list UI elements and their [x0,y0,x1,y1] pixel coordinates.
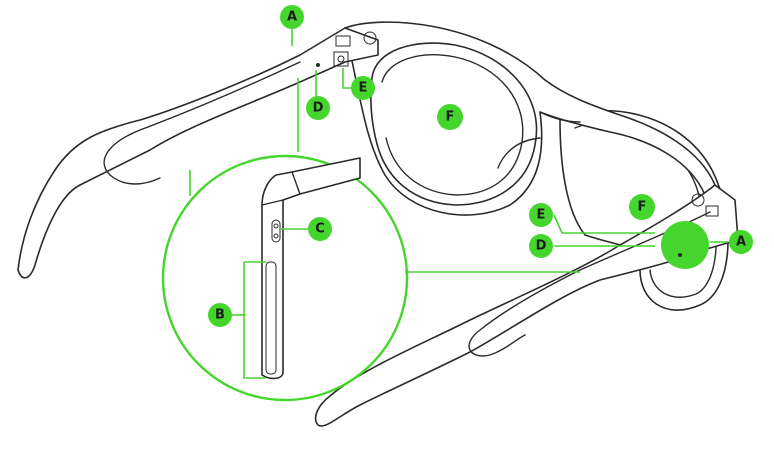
callout-a-right: A [729,230,753,254]
svg-text:F: F [446,110,455,125]
right-sensor-highlight [661,221,709,269]
svg-text:F: F [638,200,647,215]
callout-d-top: D [306,96,330,120]
callout-c-zoom: C [308,217,332,241]
svg-text:D: D [536,239,547,254]
callout-f-right-lens: F [629,194,655,220]
zoom-detail-circle [163,156,407,400]
svg-text:C: C [315,222,325,237]
callout-e-top: E [351,76,375,100]
svg-text:A: A [287,10,297,25]
svg-text:D: D [313,101,324,116]
callout-d-right: D [529,234,553,258]
callout-b-zoom: B [208,303,232,327]
svg-text:A: A [736,235,746,250]
svg-text:E: E [537,208,546,223]
callout-f-left-lens: F [437,104,463,130]
svg-text:B: B [215,308,225,323]
callout-e-right: E [529,203,553,227]
svg-text:E: E [359,81,368,96]
callout-a-top: A [280,5,304,29]
